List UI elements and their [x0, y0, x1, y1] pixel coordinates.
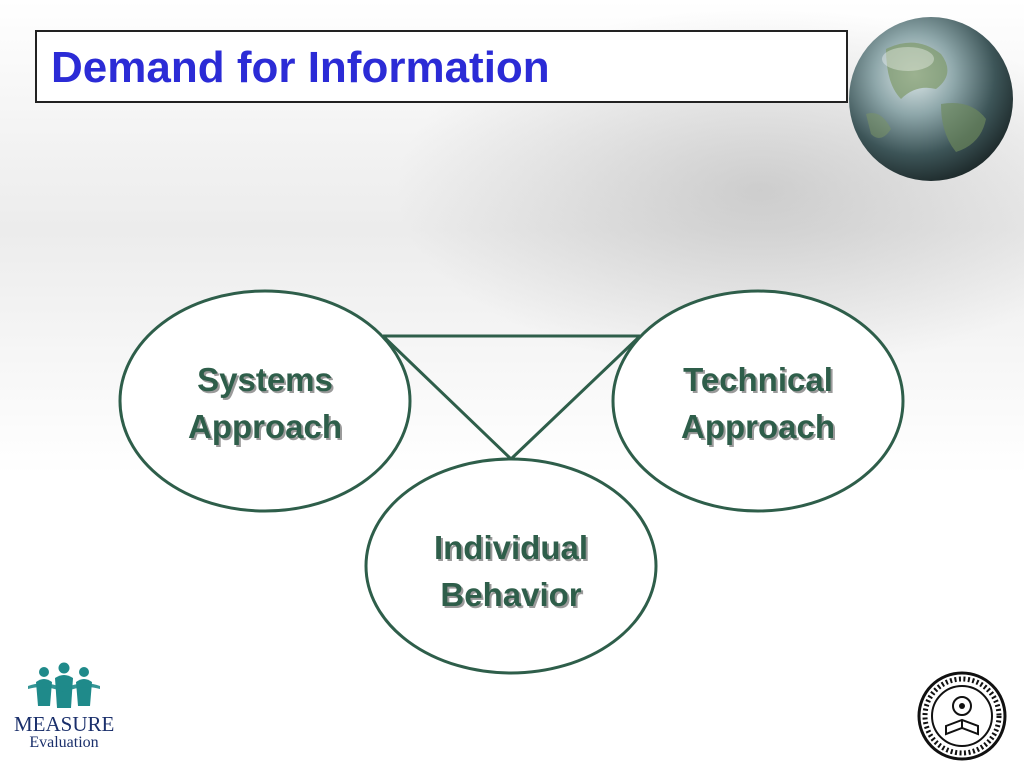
- svg-text:Technical: Technical: [685, 363, 835, 400]
- measure-logo-text: MEASURE: [14, 712, 115, 736]
- people-icon: [28, 662, 100, 708]
- technical-label-line2: Approach: [681, 408, 835, 445]
- systems-approach-ellipse: [118, 289, 412, 513]
- individual-label-line1: Individual: [434, 529, 588, 566]
- svg-text:Approach: Approach: [683, 410, 837, 447]
- connector-lines: [381, 334, 642, 461]
- svg-text:Individual: Individual: [436, 531, 590, 568]
- university-seal-icon: [917, 671, 1007, 761]
- globe-icon: [849, 17, 1013, 181]
- individual-label-line2: Behavior: [440, 576, 581, 613]
- svg-text:Behavior: Behavior: [442, 578, 583, 615]
- technical-label-line1: Technical: [683, 361, 833, 398]
- technical-approach-ellipse: [611, 289, 905, 513]
- svg-text:Approach: Approach: [190, 410, 344, 447]
- evaluation-logo-text: Evaluation: [29, 734, 99, 751]
- svg-text:Systems: Systems: [199, 363, 335, 400]
- individual-behavior-ellipse: [364, 457, 658, 675]
- slide-title: Demand for Information: [51, 43, 550, 92]
- measure-evaluation-logo: MEASURE Evaluation: [14, 662, 114, 754]
- systems-label-line1: Systems: [197, 361, 333, 398]
- title-box: Demand for Information: [35, 30, 848, 103]
- systems-label-line2: Approach: [188, 408, 342, 445]
